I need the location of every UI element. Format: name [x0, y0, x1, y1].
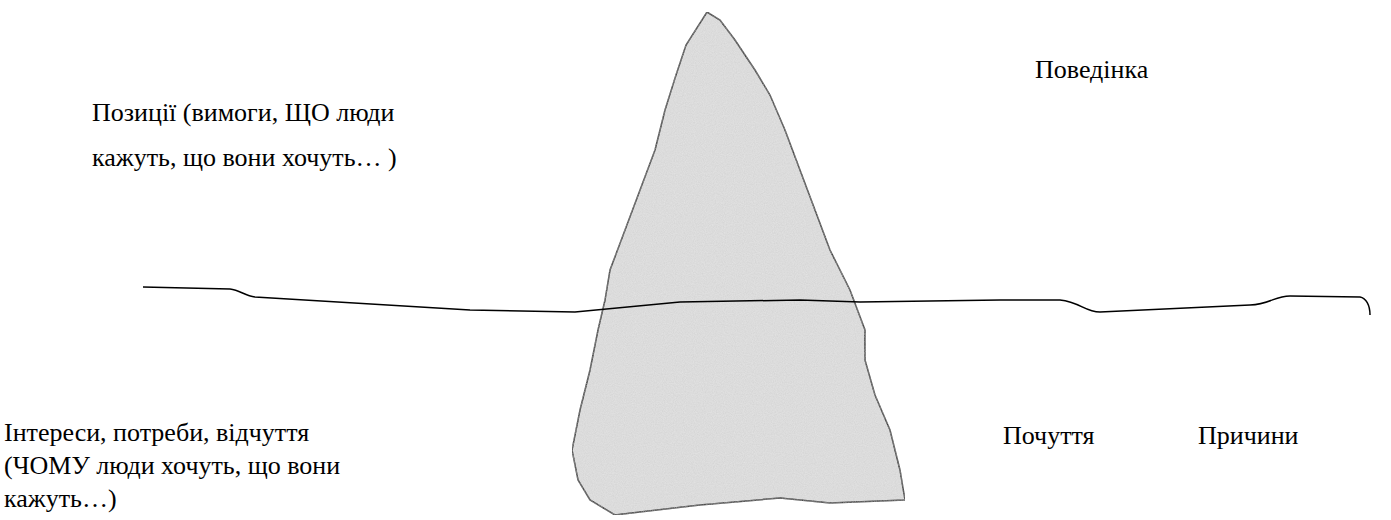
water-line: [143, 287, 1370, 315]
zone-label: Причини: [1198, 421, 1299, 451]
zone-label: Поведінка: [1035, 55, 1148, 85]
zone-label: Інтереси, потреби, відчуття (ЧОМУ люди х…: [4, 416, 349, 515]
zone-label: Почуття: [1003, 421, 1095, 451]
zone-label: Позиції (вимоги, ЩО люди кажуть, що вони…: [92, 90, 452, 180]
iceberg-shape: [572, 12, 905, 515]
